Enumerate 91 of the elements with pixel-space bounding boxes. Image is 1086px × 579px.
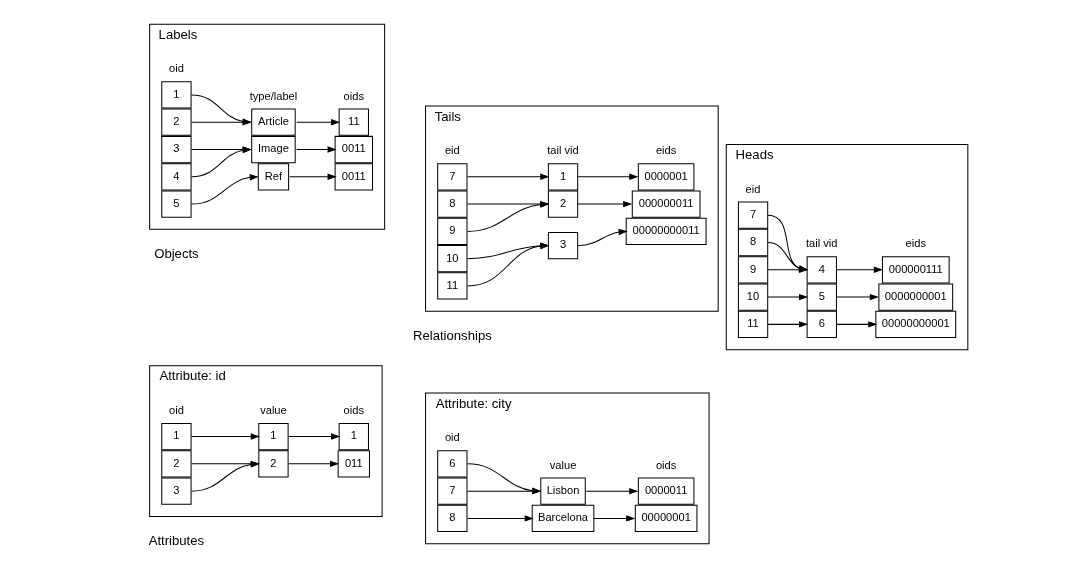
label: type/label xyxy=(249,89,297,102)
arrow xyxy=(577,173,638,180)
node-box: 2 xyxy=(257,450,289,478)
node-box: 10 xyxy=(436,245,467,273)
arrow xyxy=(577,228,628,247)
arrow xyxy=(466,201,549,232)
label: eids xyxy=(905,237,926,250)
node-box: 5 xyxy=(806,283,837,311)
label: value xyxy=(259,404,287,417)
arrow xyxy=(766,321,808,328)
node-box: 0011 xyxy=(334,163,373,191)
arrow xyxy=(190,433,260,440)
node-box: 00000001 xyxy=(634,504,697,533)
node-box: 1 xyxy=(338,422,369,451)
node-box: Article xyxy=(250,108,296,136)
node-box: 7 xyxy=(737,201,768,229)
node-box: 9 xyxy=(737,256,768,284)
arrow xyxy=(766,293,808,301)
node-box: 000000011 xyxy=(631,190,700,218)
arrow xyxy=(295,146,337,153)
node-box: 11 xyxy=(737,310,768,338)
arrow xyxy=(835,293,879,301)
node-box: 2 xyxy=(547,190,578,218)
node-box: 8 xyxy=(436,504,467,533)
node-box: 000000111 xyxy=(881,256,950,284)
label: oids xyxy=(655,458,676,471)
node-box: 6 xyxy=(436,450,467,478)
node-box: 3 xyxy=(547,231,578,260)
node-box: Ref xyxy=(257,163,289,191)
node-box: 1 xyxy=(160,422,192,451)
node-box: 0000001 xyxy=(637,163,694,191)
arrow xyxy=(190,461,260,492)
arrow xyxy=(466,515,534,522)
arrow xyxy=(190,174,259,205)
arrow xyxy=(835,266,883,273)
node-box: Image xyxy=(250,135,296,164)
node-box: 2 xyxy=(160,108,192,136)
label: oid xyxy=(444,431,460,444)
node-box: 10 xyxy=(737,283,768,311)
node-box: 00000000001 xyxy=(874,310,956,338)
node-box: 8 xyxy=(737,228,768,257)
label: Relationships xyxy=(412,327,492,343)
label: eid xyxy=(444,144,460,157)
node-box: Lisbon xyxy=(539,477,586,505)
arrow xyxy=(466,200,549,208)
node-box: 7 xyxy=(436,477,467,505)
node-box: 1 xyxy=(160,81,192,109)
label: oids xyxy=(343,404,364,417)
arrow xyxy=(766,214,808,272)
node-box: 0011 xyxy=(334,135,373,164)
label: oids xyxy=(343,89,364,102)
node-box: Barcelona xyxy=(531,504,594,533)
node-box: 9 xyxy=(436,217,467,246)
arrow xyxy=(190,460,260,468)
node-box: 7 xyxy=(436,163,467,191)
arrow xyxy=(766,242,808,272)
node-box: 8 xyxy=(436,190,467,218)
label: eid xyxy=(745,182,760,195)
label: value xyxy=(549,458,576,471)
label: tail vid xyxy=(546,144,579,157)
node-box: 3 xyxy=(160,477,192,505)
arrow xyxy=(287,433,340,440)
node-box: 2 xyxy=(160,450,192,478)
label: eids xyxy=(655,144,676,157)
node-box: 11 xyxy=(338,108,369,136)
arrow xyxy=(288,173,337,180)
node-box: 1 xyxy=(257,422,289,451)
arrow xyxy=(835,321,877,328)
label: oid xyxy=(168,404,184,417)
node-box: 11 xyxy=(436,272,467,300)
arrow xyxy=(295,119,340,126)
node-box: 0000011 xyxy=(637,477,694,505)
arrow xyxy=(577,200,632,208)
label: Attributes xyxy=(148,533,204,549)
arrow xyxy=(592,515,635,522)
node-box: 5 xyxy=(160,190,192,218)
arrow xyxy=(287,460,339,468)
node-box: 6 xyxy=(806,310,837,338)
node-box: 00000000011 xyxy=(625,217,707,246)
label: Objects xyxy=(153,246,199,262)
arrow xyxy=(766,266,808,273)
node-box: 1 xyxy=(547,163,578,191)
label: oid xyxy=(168,62,184,75)
node-box: 0000000001 xyxy=(877,283,953,311)
node-box: 3 xyxy=(160,135,192,164)
label: tail vid xyxy=(805,237,838,250)
node-box: 4 xyxy=(160,163,192,191)
node-box: 011 xyxy=(337,450,370,478)
arrow xyxy=(585,487,638,495)
arrow xyxy=(466,173,549,180)
node-box: 4 xyxy=(806,256,837,284)
